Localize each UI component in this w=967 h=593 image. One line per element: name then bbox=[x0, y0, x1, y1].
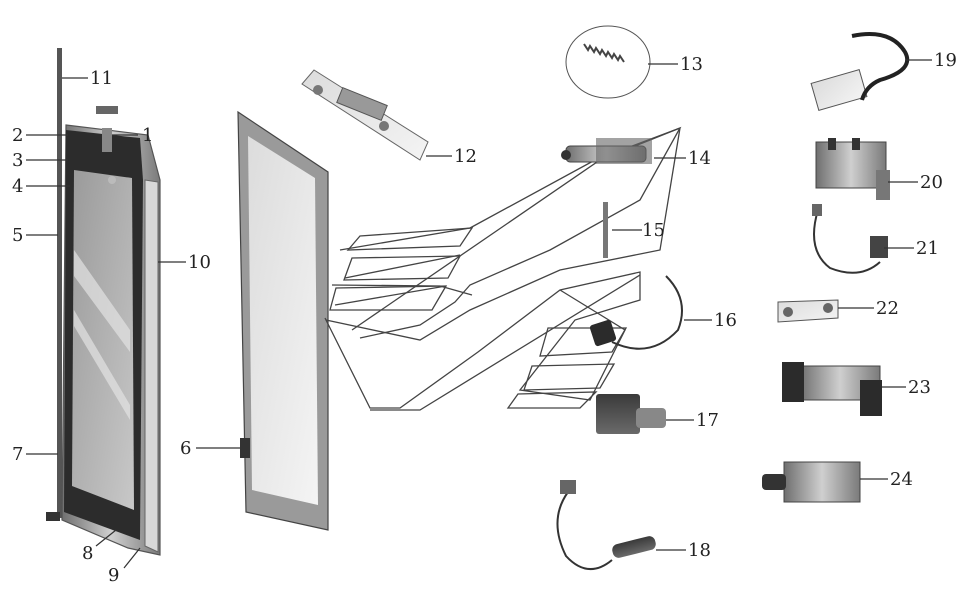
callout-13: 13 bbox=[680, 54, 703, 75]
manual-valve-lever bbox=[762, 474, 786, 490]
wiring-channel-g bbox=[325, 127, 681, 341]
hinge-bolt-b bbox=[379, 121, 389, 131]
rod-foot bbox=[46, 512, 60, 521]
callout-9: 9 bbox=[108, 565, 119, 586]
door-glass bbox=[72, 170, 134, 510]
callout-21: 21 bbox=[916, 238, 939, 259]
seal-strip bbox=[603, 202, 608, 258]
callout-labels: 1 2 3 4 5 6 7 8 9 10 11 12 13 14 15 16 1… bbox=[12, 50, 957, 586]
cable-sensor bbox=[556, 480, 656, 570]
rod-part bbox=[57, 48, 62, 518]
glass-panel bbox=[237, 110, 329, 531]
callout-10: 10 bbox=[188, 252, 211, 273]
door-side-strip bbox=[144, 179, 159, 553]
cable-sensor-plug bbox=[560, 480, 576, 494]
spring-detail-circle bbox=[565, 25, 651, 99]
hinge-bolt-a bbox=[313, 85, 323, 95]
valve-block-fitting-a bbox=[828, 138, 836, 150]
callout-8: 8 bbox=[82, 543, 93, 564]
hinge-cylinder bbox=[336, 86, 388, 122]
door-assembly bbox=[46, 48, 161, 556]
callout-11: 11 bbox=[90, 68, 113, 89]
hinge-rail-plate bbox=[301, 69, 429, 161]
wiring-channel-d bbox=[329, 227, 474, 311]
limit-switch-leads bbox=[813, 209, 881, 274]
solenoid-plunger bbox=[636, 408, 666, 428]
callout-3: 3 bbox=[12, 150, 23, 171]
cable-sensor-body bbox=[612, 536, 656, 558]
controller-harness bbox=[851, 32, 910, 101]
gas-cylinder-end bbox=[596, 138, 652, 164]
bracket-plate bbox=[777, 299, 839, 323]
solenoid-valve-coil-b bbox=[860, 380, 882, 416]
leader-8 bbox=[95, 529, 117, 547]
gas-cylinder bbox=[561, 138, 652, 164]
door-sensor-body bbox=[589, 319, 617, 347]
solenoid-valve-coil-a bbox=[782, 362, 804, 402]
spring-detail bbox=[565, 25, 651, 99]
glass-panel-latch bbox=[240, 438, 250, 458]
callout-22: 22 bbox=[876, 298, 899, 319]
wiring-outline bbox=[324, 126, 682, 411]
solenoid-body bbox=[596, 394, 640, 434]
bracket-hole-a bbox=[783, 307, 793, 317]
limit-switch bbox=[812, 204, 888, 274]
callout-15: 15 bbox=[642, 220, 665, 241]
callout-14: 14 bbox=[688, 148, 711, 169]
glass-panel-pane bbox=[248, 136, 318, 505]
callout-23: 23 bbox=[908, 377, 931, 398]
bracket-plate-body bbox=[777, 299, 839, 323]
wiring-channel-f bbox=[351, 127, 681, 411]
controller-module-box bbox=[810, 69, 868, 111]
gas-cylinder-eye bbox=[561, 150, 571, 160]
callout-20: 20 bbox=[920, 172, 943, 193]
door-hinge-bracket bbox=[96, 106, 118, 114]
callout-16: 16 bbox=[714, 310, 737, 331]
callout-18: 18 bbox=[688, 540, 711, 561]
solenoid bbox=[596, 394, 666, 434]
spring bbox=[583, 43, 625, 63]
leader-9 bbox=[123, 547, 141, 569]
limit-switch-plug bbox=[812, 204, 822, 216]
valve-block bbox=[815, 138, 890, 200]
callout-4: 4 bbox=[12, 176, 23, 197]
door-sensor-cable bbox=[611, 275, 683, 350]
callout-2: 2 bbox=[12, 125, 23, 146]
controller-module bbox=[810, 32, 910, 111]
limit-switch-body bbox=[870, 236, 888, 258]
callout-6: 6 bbox=[180, 438, 191, 459]
door-lock-hole bbox=[108, 176, 116, 184]
valve-block-side bbox=[876, 170, 890, 200]
callout-17: 17 bbox=[696, 410, 719, 431]
callout-19: 19 bbox=[934, 50, 957, 71]
bracket-hole-b bbox=[823, 303, 833, 313]
door-sensor bbox=[589, 275, 683, 350]
cable-sensor-wire bbox=[556, 491, 613, 570]
door-glass-reflection bbox=[74, 250, 130, 420]
valve-block-fitting-b bbox=[852, 138, 860, 150]
manual-valve-body bbox=[783, 461, 861, 503]
callout-12: 12 bbox=[454, 146, 477, 167]
callout-1: 1 bbox=[142, 125, 153, 146]
solenoid-valve bbox=[782, 362, 882, 416]
hinge-rail bbox=[301, 69, 429, 161]
manual-valve bbox=[762, 461, 861, 503]
callout-7: 7 bbox=[12, 444, 23, 465]
callout-24: 24 bbox=[890, 469, 913, 490]
leader-lines bbox=[26, 59, 932, 569]
callout-5: 5 bbox=[12, 225, 23, 246]
latch-bolt bbox=[102, 128, 112, 152]
valve-block-body bbox=[815, 141, 887, 189]
wiring-channel-b bbox=[331, 227, 473, 306]
